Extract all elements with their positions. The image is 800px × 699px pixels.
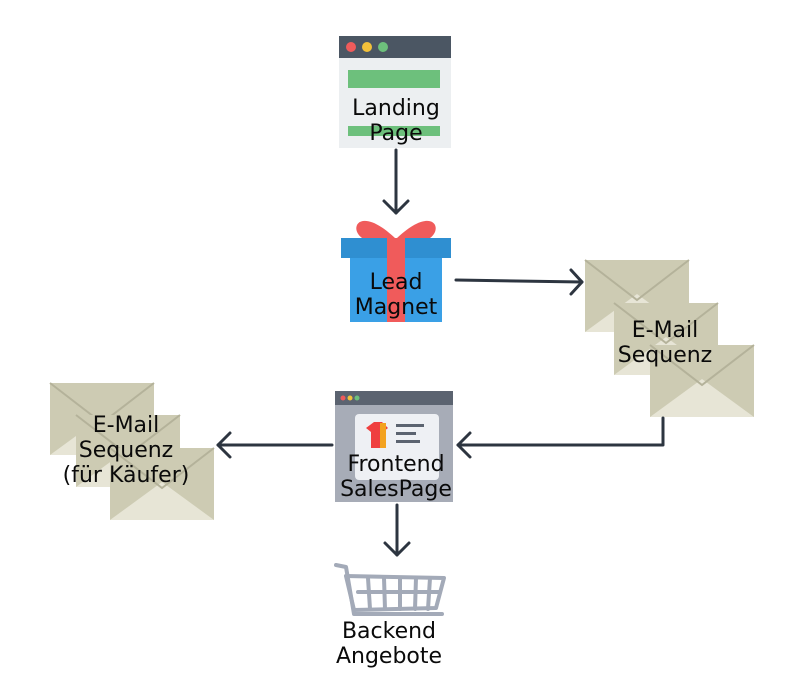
salespage-icon [335, 391, 453, 502]
cart-icon [334, 563, 446, 616]
node-landing-page-label: Landing Page [352, 96, 440, 146]
arrows [216, 148, 665, 557]
arrow-salespage-to-backend [383, 503, 411, 557]
arrow-email-to-salespage [456, 416, 665, 459]
arrow-salespage-to-buyer-email [216, 431, 334, 459]
arrow-landing-to-leadmagnet [382, 148, 410, 215]
node-buyer-email-sequence-label: E-Mail Sequenz (für Käufer) [62, 413, 190, 488]
node-frontend-salespage-label: Frontend SalesPage [340, 452, 452, 502]
node-lead-magnet-label: Lead Magnet [354, 270, 438, 320]
arrow-leadmagnet-to-email [454, 268, 584, 296]
landing-page-icon [339, 36, 451, 148]
node-email-sequence-label: E-Mail Sequenz [617, 318, 713, 368]
gift-icon [341, 220, 451, 322]
node-backend-offers-label: Backend Angebote [335, 619, 443, 669]
